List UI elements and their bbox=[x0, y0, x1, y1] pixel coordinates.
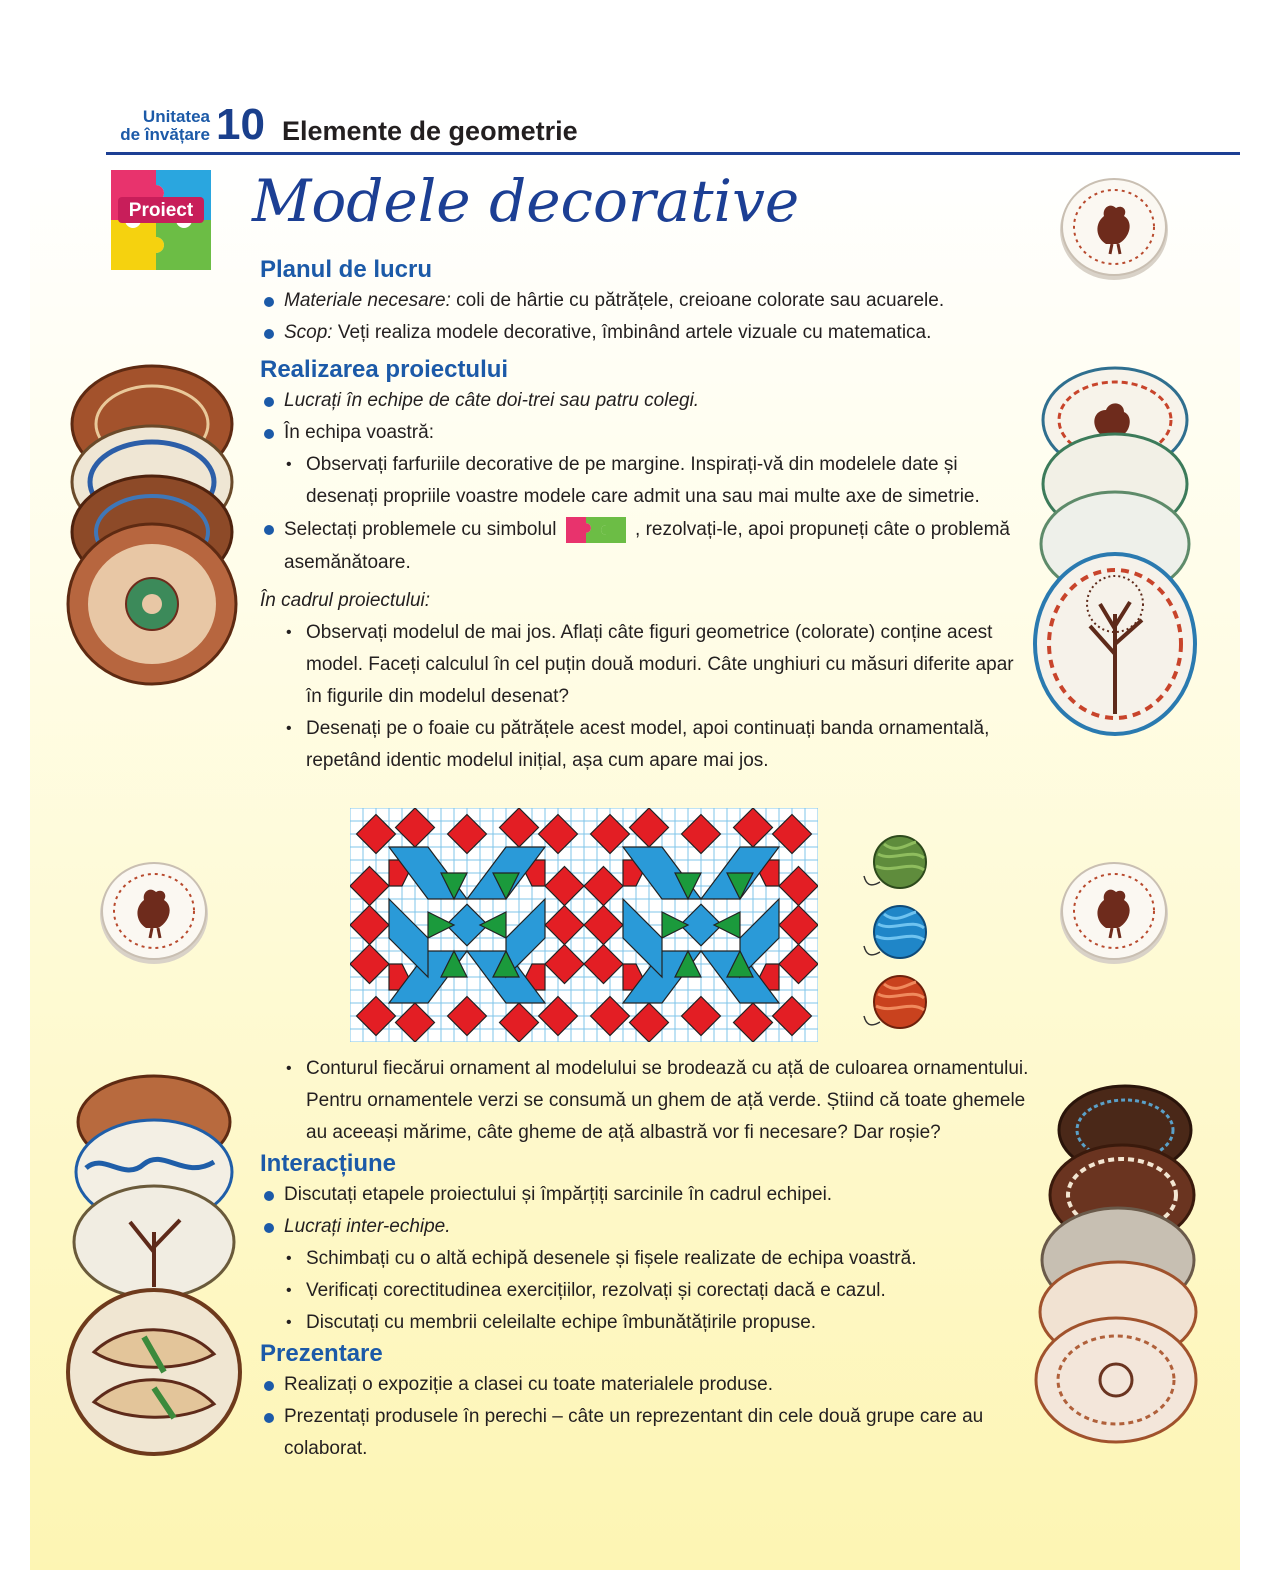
section-heading-realizare: Realizarea proiectului bbox=[260, 356, 509, 383]
red-diamond bbox=[680, 995, 722, 1037]
list-item: Prezentați produsele în perechi – câte u… bbox=[260, 1401, 1030, 1465]
red-diamond bbox=[498, 1002, 540, 1042]
item-text: Selectați problemele cu simbolul bbox=[284, 519, 557, 541]
sub-item: Observați farfuriile decorative de pe ma… bbox=[260, 449, 1030, 513]
decorative-plate-icon bbox=[66, 364, 238, 686]
green-triangle bbox=[492, 872, 520, 901]
green-triangle bbox=[726, 949, 754, 978]
red-diamond bbox=[446, 995, 488, 1037]
header-rule bbox=[106, 152, 1240, 155]
red-diamond bbox=[732, 1002, 774, 1042]
sub-item: Conturul fiecărui ornament al modelului … bbox=[260, 1053, 1030, 1149]
green-triangle bbox=[492, 949, 520, 978]
green-triangle bbox=[478, 911, 507, 939]
red-diamond bbox=[394, 1002, 436, 1042]
item-label: Scop: bbox=[284, 322, 333, 343]
yarn-green-icon bbox=[863, 835, 927, 889]
list-item: În echipa voastră: bbox=[260, 417, 1030, 449]
decorative-plate-icon bbox=[1060, 178, 1168, 280]
red-diamond bbox=[628, 1002, 670, 1042]
section-heading-prezentare: Prezentare bbox=[260, 1340, 383, 1367]
red-diamond bbox=[544, 943, 585, 985]
green-triangle bbox=[712, 911, 741, 939]
unit-header: Unitatea de învățare 10 Elemente de geom… bbox=[0, 100, 1270, 160]
unit-label-line1: Unitatea bbox=[142, 107, 210, 126]
yarn-red-icon bbox=[863, 975, 927, 1029]
ornament-pattern bbox=[350, 808, 818, 1042]
sub-item: Verificați corectitudinea exercițiilor, … bbox=[260, 1275, 1030, 1307]
list-item: Selectați problemele cu simbolul , rezol… bbox=[260, 513, 1030, 579]
unit-title: Elemente de geometrie bbox=[282, 116, 578, 146]
item-label: Materiale necesare: bbox=[284, 290, 451, 311]
red-diamond bbox=[355, 995, 397, 1037]
decorative-plate-icon bbox=[100, 862, 208, 964]
yarn-blue-icon bbox=[863, 905, 927, 959]
decorative-plate-icon bbox=[1034, 1084, 1198, 1444]
unit-label: Unitatea de învățare bbox=[106, 108, 210, 144]
green-triangle bbox=[661, 911, 690, 939]
badge-label: Proiect bbox=[129, 200, 194, 221]
red-diamond bbox=[350, 943, 390, 985]
decorative-plate-icon bbox=[66, 1074, 242, 1456]
section-heading-plan: Planul de lucru bbox=[260, 256, 433, 283]
content-column: Planul de lucru Materiale necesare: coli… bbox=[260, 255, 1030, 1465]
sub-item: Desenați pe o foaie cu pătrățele acest m… bbox=[260, 713, 1030, 777]
green-triangle bbox=[726, 872, 754, 901]
list-item: Scop: Veți realiza modele decorative, îm… bbox=[260, 317, 1030, 349]
unit-label-line2: de învățare bbox=[120, 125, 210, 144]
decorative-plate-icon bbox=[1060, 862, 1168, 964]
item-text: coli de hârtie cu pătrățele, creioane co… bbox=[450, 290, 945, 311]
red-diamond bbox=[589, 995, 631, 1037]
list-item: Realizați o expoziție a clasei cu toate … bbox=[260, 1369, 1030, 1401]
sub-item: Discutați cu membrii celeilalte echipe î… bbox=[260, 1307, 1030, 1339]
red-diamond bbox=[778, 943, 818, 985]
red-diamond bbox=[537, 813, 579, 855]
subsection-label: În cadrul proiectului: bbox=[260, 590, 431, 611]
green-triangle bbox=[674, 949, 702, 978]
green-triangle bbox=[427, 911, 456, 939]
green-triangle bbox=[440, 872, 468, 901]
puzzle-icon: Proiect bbox=[111, 170, 211, 270]
page-title: Modele decorative bbox=[252, 167, 800, 235]
list-item: Lucrați inter-echipe. bbox=[260, 1211, 1030, 1243]
list-item: Lucrați în echipe de câte doi-trei sau p… bbox=[260, 385, 1030, 417]
decorative-plate-icon bbox=[1033, 366, 1197, 736]
item-text: , rezolvați-le, apoi propuneți câte o pr… bbox=[284, 519, 1010, 573]
sub-item: Observați modelul de mai jos. Aflați cât… bbox=[260, 617, 1030, 713]
blue-diamond bbox=[445, 903, 489, 947]
red-diamond bbox=[537, 995, 579, 1037]
sub-item: Schimbați cu o altă echipă desenele și f… bbox=[260, 1243, 1030, 1275]
green-triangle bbox=[440, 949, 468, 978]
blue-parallelogram bbox=[388, 897, 429, 979]
section-heading-interactiune: Interacțiune bbox=[260, 1150, 397, 1177]
red-diamond bbox=[446, 813, 488, 855]
red-diamond bbox=[355, 813, 397, 855]
blue-diamond bbox=[679, 903, 723, 947]
unit-number: 10 bbox=[216, 100, 265, 149]
red-diamond bbox=[680, 813, 722, 855]
red-diamond bbox=[589, 813, 631, 855]
list-item: Discutați etapele proiectului și împărți… bbox=[260, 1179, 1030, 1211]
red-diamond bbox=[771, 995, 813, 1037]
item-text: Veți realiza modele decorative, îmbinând… bbox=[332, 322, 932, 343]
red-diamond bbox=[771, 813, 813, 855]
red-diamond bbox=[583, 943, 624, 985]
puzzle-icon bbox=[565, 517, 626, 543]
green-triangle bbox=[674, 872, 702, 901]
list-item: Materiale necesare: coli de hârtie cu pă… bbox=[260, 285, 1030, 317]
blue-parallelogram bbox=[622, 897, 663, 979]
